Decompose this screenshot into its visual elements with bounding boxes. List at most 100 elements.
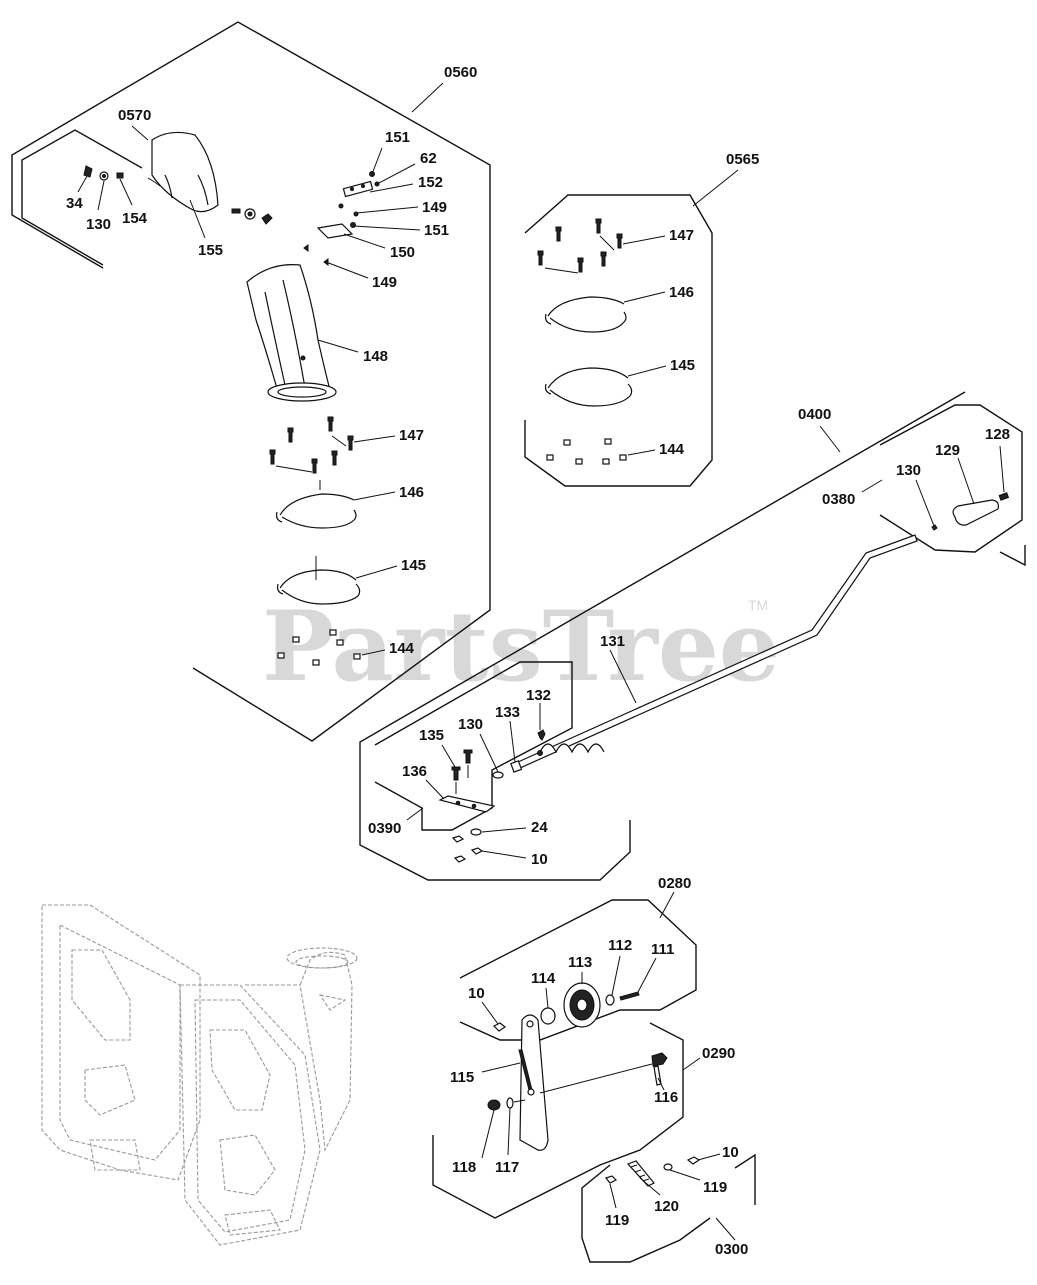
- group-0390-leader: [406, 807, 424, 821]
- chute-part: [246, 264, 337, 402]
- callout-130a: 130: [86, 216, 111, 233]
- group-0570-leader: [131, 125, 149, 141]
- callout-152-leader: [369, 183, 414, 193]
- group-0280-leader: [659, 891, 675, 919]
- callout-150: 150: [390, 244, 415, 261]
- callout-114: 114: [531, 970, 556, 987]
- callout-155-leader: [189, 199, 206, 239]
- callout-130b: 130: [896, 462, 921, 479]
- callout-146a-leader: [353, 491, 396, 501]
- callout-144b-leader: [627, 449, 656, 456]
- callout-145b: 145: [670, 357, 695, 374]
- callout-10c-leader: [697, 1153, 721, 1161]
- callout-135-leader: [441, 744, 456, 768]
- callout-151a-leader: [371, 147, 383, 175]
- group-0300-leader: [715, 1217, 736, 1241]
- callout-116: 116: [654, 1089, 678, 1106]
- bracket-hardware-part: [438, 729, 546, 863]
- watermark-trademark: TM: [748, 597, 768, 613]
- shoulder-bolt-part: [539, 1052, 668, 1094]
- group-0300-outline: [581, 1164, 711, 1263]
- callout-118-leader: [481, 1109, 495, 1159]
- idler-arm-part: [518, 1014, 549, 1151]
- group-0400-leader: [819, 425, 841, 453]
- group-0390-outline: [374, 661, 573, 831]
- callout-149a: 149: [422, 199, 447, 216]
- callout-10b-leader: [481, 1001, 499, 1025]
- callout-146b: 146: [669, 284, 694, 301]
- callout-111-leader: [637, 957, 657, 993]
- callout-130c: 130: [458, 716, 483, 733]
- control-rod-part: [517, 534, 918, 769]
- callout-145a: 145: [401, 557, 426, 574]
- callout-133-leader: [509, 720, 516, 763]
- callout-145b-leader: [627, 365, 667, 377]
- group-0570-label: 0570: [118, 107, 151, 124]
- callout-151a: 151: [385, 129, 410, 146]
- callout-128: 128: [985, 426, 1010, 443]
- callout-154-leader: [119, 178, 133, 206]
- callout-151b-leader: [353, 225, 421, 231]
- group-0565-outline: [524, 194, 713, 487]
- callout-150-leader: [343, 233, 386, 249]
- group-0380-leader: [861, 479, 883, 493]
- callout-128-leader: [999, 445, 1005, 493]
- callout-147a: 147: [399, 427, 424, 444]
- callout-136-leader: [425, 779, 445, 800]
- callout-129-leader: [957, 457, 975, 505]
- ring-146-left: [275, 480, 357, 529]
- callout-149a-leader: [356, 206, 419, 214]
- callout-117-leader: [507, 1107, 511, 1156]
- callout-148: 148: [363, 348, 388, 365]
- callout-34-leader: [77, 175, 88, 193]
- ring-145-right: [544, 367, 633, 407]
- callout-116-leader: [657, 1077, 665, 1091]
- callout-130a-leader: [97, 180, 105, 211]
- ring-146-right: [544, 296, 627, 333]
- callout-133: 133: [495, 704, 520, 721]
- callout-118: 118: [452, 1159, 476, 1176]
- callout-144a: 144: [389, 640, 415, 657]
- callout-131: 131: [600, 633, 625, 650]
- spring-part: [604, 1156, 701, 1187]
- group-0380-outline: [879, 404, 1023, 553]
- callout-147b: 147: [669, 227, 694, 244]
- callout-112-leader: [611, 955, 621, 996]
- callout-136: 136: [402, 763, 427, 780]
- callout-147a-leader: [353, 435, 396, 443]
- callout-155: 155: [198, 242, 223, 259]
- auger-housing-ghost: [41, 904, 358, 1246]
- callout-120-leader: [639, 1177, 661, 1196]
- callout-10a-leader: [481, 850, 527, 859]
- group-0565-leader: [692, 169, 739, 207]
- callout-24: 24: [531, 819, 548, 836]
- bolts-147-left: [269, 416, 354, 474]
- hardware-34-130-154: [83, 165, 124, 181]
- group-0290-outline: [432, 1022, 684, 1219]
- group-0280-outline: [459, 899, 697, 1041]
- group-0400-outline: [999, 545, 1026, 567]
- deflector-hardware: [231, 208, 273, 225]
- callout-117: 117: [495, 1159, 519, 1176]
- callout-24-leader: [481, 827, 527, 833]
- ring-145-left: [276, 556, 361, 605]
- callout-34: 34: [66, 195, 83, 212]
- nuts-144-right: [546, 438, 627, 465]
- group-0400-label: 0400: [798, 406, 831, 423]
- callout-154: 154: [122, 210, 148, 227]
- callout-132: 132: [526, 687, 551, 704]
- callout-114-leader: [545, 987, 549, 1009]
- callout-130c-leader: [479, 733, 499, 773]
- callout-119a-leader: [609, 1183, 617, 1209]
- callout-62: 62: [420, 150, 437, 167]
- group-0290-label: 0290: [702, 1045, 735, 1062]
- callout-151b: 151: [424, 222, 449, 239]
- callout-113: 113: [568, 954, 592, 971]
- callout-10b: 10: [468, 985, 485, 1002]
- callout-130b-leader: [915, 479, 935, 527]
- callout-131-leader: [609, 649, 637, 704]
- group-0390-label: 0390: [368, 820, 401, 837]
- callout-152: 152: [418, 174, 443, 191]
- group-0560-label: 0560: [444, 64, 477, 81]
